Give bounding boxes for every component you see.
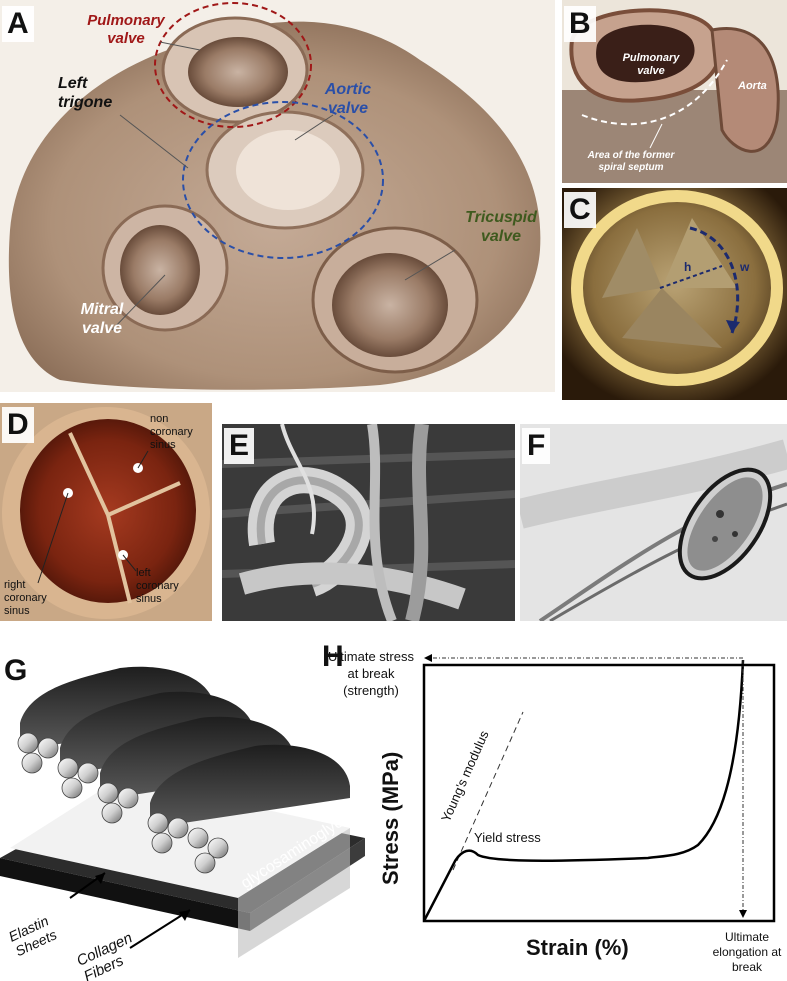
aorta-label: Aorta (738, 80, 767, 92)
c-width-label: w (740, 260, 750, 274)
panel-label-g: G (4, 654, 28, 687)
panel-f: F (520, 424, 787, 621)
non-coronary-sinus-label: non coronary sinus (150, 413, 193, 451)
panel-label-f: F (522, 428, 551, 464)
chart-frame (422, 663, 776, 923)
pulmonary-aorta-image (562, 8, 787, 183)
tricuspid-valve-label: Tricuspid valve (465, 209, 537, 245)
x-axis-label: Strain (%) (526, 935, 629, 960)
c-height-label: h (684, 260, 692, 274)
panel-label-c: C (564, 192, 596, 228)
ultimate-stress-label: Ultimate stress at break (strength) (328, 649, 414, 698)
tissue-layer-diagram (0, 666, 365, 958)
panel-e: E (222, 424, 515, 621)
panel-b: B Pulmonary valve Aorta Area of the form… (562, 0, 787, 183)
aortic-valve-label: Aortic valve (324, 81, 372, 117)
panel-label-b: B (564, 6, 596, 42)
panel-c: C h w (562, 188, 787, 400)
ultimate-elongation-label: Ultimate elongation at break (712, 930, 782, 974)
panel-d: D non coronary sinus right coronary sinu… (0, 403, 212, 621)
septum-note: Area of the former spiral septum (587, 150, 675, 173)
youngs-modulus-line (452, 711, 524, 871)
panel-a: A Pulmonary valve Left trigone Aortic va… (0, 0, 555, 392)
tem-cell-image (520, 424, 787, 621)
panel-label-e: E (224, 428, 255, 464)
stress-strain-curve (422, 659, 745, 922)
stress-strain-chart (422, 654, 776, 923)
panel-label-d: D (2, 407, 34, 443)
left-coronary-sinus-label: left coronary sinus (136, 567, 179, 605)
right-coronary-sinus-label: right coronary sinus (4, 579, 47, 617)
pulmonary-valve-label: Pulmonary valve (87, 12, 165, 47)
yield-stress-label: Yield stress (474, 830, 541, 845)
panel-label-a: A (2, 6, 34, 42)
b-pulmonary-valve-label: Pulmonary valve (622, 52, 680, 77)
mitral-valve-label: Mitral valve (80, 301, 124, 337)
aortic-sinus-image (0, 403, 212, 621)
heart-valves-image (8, 2, 541, 390)
y-axis-label: Stress (MPa) (378, 751, 403, 885)
sem-fiber-image (222, 424, 515, 621)
valve-closeup-image (562, 188, 787, 400)
panel-g: G glycosaminoglycan Elastin Sheets Colla… (0, 648, 395, 981)
panel-label-h: H (322, 640, 344, 673)
panel-h: H Ultimate stress at break (strength) Yo… (318, 640, 787, 981)
left-trigone-label: Left trigone (58, 75, 113, 111)
